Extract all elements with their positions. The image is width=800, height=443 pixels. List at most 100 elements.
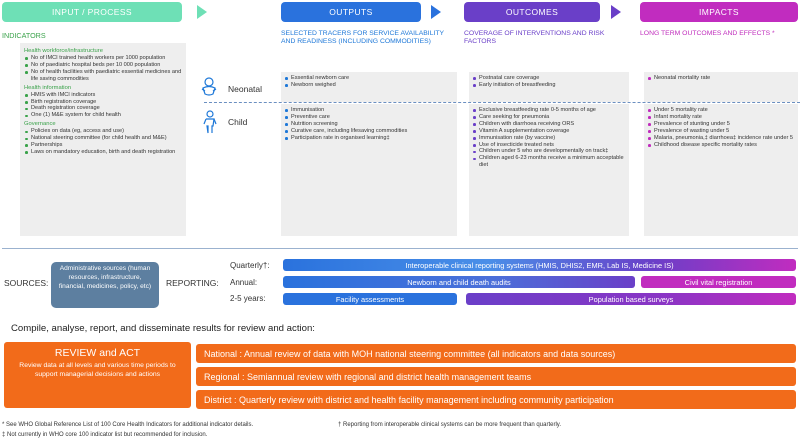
facility-assessments-bar-label: Facility assessments [335,294,405,304]
civil-registration-bar: Civil vital registration [641,276,796,288]
impact-item: Under 5 mortality rate [647,107,795,114]
indicator-item: National steering committee (for child h… [24,135,182,142]
outcome-item: Exclusive breastfeeding rate 0-5 months … [472,107,626,114]
district-review-row: District : Quarterly review with distric… [196,390,796,409]
outcome-item: Children under 5 who are developmentally… [472,148,626,155]
section-divider [2,248,798,249]
indicator-group-title: Governance [24,121,56,128]
outcome-item: Immunisation rate (by vaccine) [472,135,626,142]
outcomes-subheading: COVERAGE OF INTERVENTIONS AND RISK FACTO… [464,30,605,46]
regional-review-text: Regional : Semiannual review with region… [204,371,532,382]
indicator-item: No of IMCI trained health workers per 10… [24,55,182,62]
footnote-double-dagger: ‡ Not currently in WHO core 100 indicato… [2,432,208,438]
quarterly-label: Quarterly†: [230,261,270,270]
indicator-item: One (1) M&E system for child health [24,112,182,119]
reporting-label: REPORTING: [166,278,219,288]
impact-item: Neonatal mortality rate [647,75,795,82]
outcome-item: Postnatal care coverage [472,75,626,82]
header-outputs-label: OUTPUTS [329,7,373,17]
population-surveys-bar-label: Population based surveys [588,294,674,304]
output-item: Preventive care [284,114,454,121]
indicator-list: No of IMCI trained health workers per 10… [24,55,182,83]
outcomes-child-panel: Exclusive breastfeeding rate 0-5 months … [469,104,629,236]
regional-review-row: Regional : Semiannual review with region… [196,367,796,386]
indicator-list: Policies on data (eg, access and use)Nat… [24,128,182,156]
civil-registration-bar-label: Civil vital registration [684,277,753,287]
footnote-star: * See WHO Global Reference List of 100 C… [2,422,254,428]
outcome-item: Care seeking for pneumonia [472,114,626,121]
indicator-item: No of paediatric hospital beds per 10 00… [24,62,182,69]
outcome-item: Vitamin A supplementation coverage [472,128,626,135]
arrow-right-icon [611,5,621,19]
age-divider [204,102,800,103]
impacts-neonatal-list: Neonatal mortality rate [647,75,795,82]
outcome-item: Early initiation of breastfeeding [472,82,626,89]
indicator-item: Laws on mandatory education, birth and d… [24,149,182,156]
outcome-item: Children aged 6-23 months receive a mini… [472,155,626,169]
impact-item: Prevalence of stunting under 5 [647,121,795,128]
sources-label: SOURCES: [4,278,49,288]
footnote-dagger: † Reporting from interoperable clinical … [338,422,561,428]
header-outcomes: OUTCOMES [464,2,600,22]
header-impacts: IMPACTS [640,2,798,22]
arrow-right-icon [431,5,441,19]
admin-sources-box: Administrative sources (human resources,… [51,262,159,308]
review-act-title: REVIEW and ACT [54,347,141,359]
impact-item: Infant mortality rate [647,114,795,121]
output-item: Curative care, including lifesaving comm… [284,128,454,135]
quarterly-bar-label: Interoperable clinical reporting systems… [405,260,674,270]
outcome-item: Children with diarrhoea receiving ORS [472,121,626,128]
output-item: Immunisation [284,107,454,114]
impact-item: Childhood disease specific mortality rat… [647,142,795,149]
national-review-row: National : Annual review of data with MO… [196,344,796,363]
impact-item: Prevalence of wasting under 5 [647,128,795,135]
header-impacts-label: IMPACTS [699,7,739,17]
indicator-item: Birth registration coverage [24,99,182,106]
indicator-item: Death registration coverage [24,105,182,112]
output-item: Newborn weighed [284,82,454,89]
annual-bar: Newborn and child death audits [283,276,635,288]
outputs-subheading: SELECTED TRACERS FOR SERVICE AVAILABILIT… [281,30,444,46]
population-surveys-bar: Population based surveys [466,293,796,305]
quarterly-bar: Interoperable clinical reporting systems… [283,259,796,271]
admin-sources-text: Administrative sources (human resources,… [58,265,152,290]
output-item: Nutrition screening [284,121,454,128]
indicator-item: Partnerships [24,142,182,149]
outcome-item: Use of insecticide treated nets [472,142,626,149]
years-label: 2-5 years: [230,294,266,303]
arrow-right-icon [197,5,207,19]
indicators-heading: INDICATORS [2,31,46,40]
review-act-text: Review data at all levels and various ti… [19,362,176,378]
compile-heading: Compile, analyse, report, and disseminat… [11,323,315,334]
review-act-box: REVIEW and ACT Review data at all levels… [4,342,191,408]
header-input-label: INPUT / PROCESS [52,7,132,17]
indicator-group-title: Health workforce/infrastructure [24,48,103,54]
age-label-neonatal: Neonatal [228,84,263,94]
outcomes-child-list: Exclusive breastfeeding rate 0-5 months … [472,107,626,169]
impacts-subheading: LONG TERM OUTCOMES AND EFFECTS * [640,30,775,37]
header-outputs: OUTPUTS [281,2,421,22]
child-icon [203,110,217,134]
indicator-item: No of health facilities with paediatric … [24,69,182,83]
baby-icon [201,77,217,96]
header-outcomes-label: OUTCOMES [505,7,559,17]
header-input: INPUT / PROCESS [2,2,182,22]
age-label-child: Child [228,117,248,127]
impacts-neonatal-panel: Neonatal mortality rate [644,72,798,102]
annual-label: Annual: [230,278,258,287]
annual-bar-label: Newborn and child death audits [407,277,511,287]
indicator-item: Policies on data (eg, access and use) [24,128,182,135]
output-item: Essential newborn care [284,75,454,82]
indicator-item: HMIS with IMCI indicators [24,92,182,99]
